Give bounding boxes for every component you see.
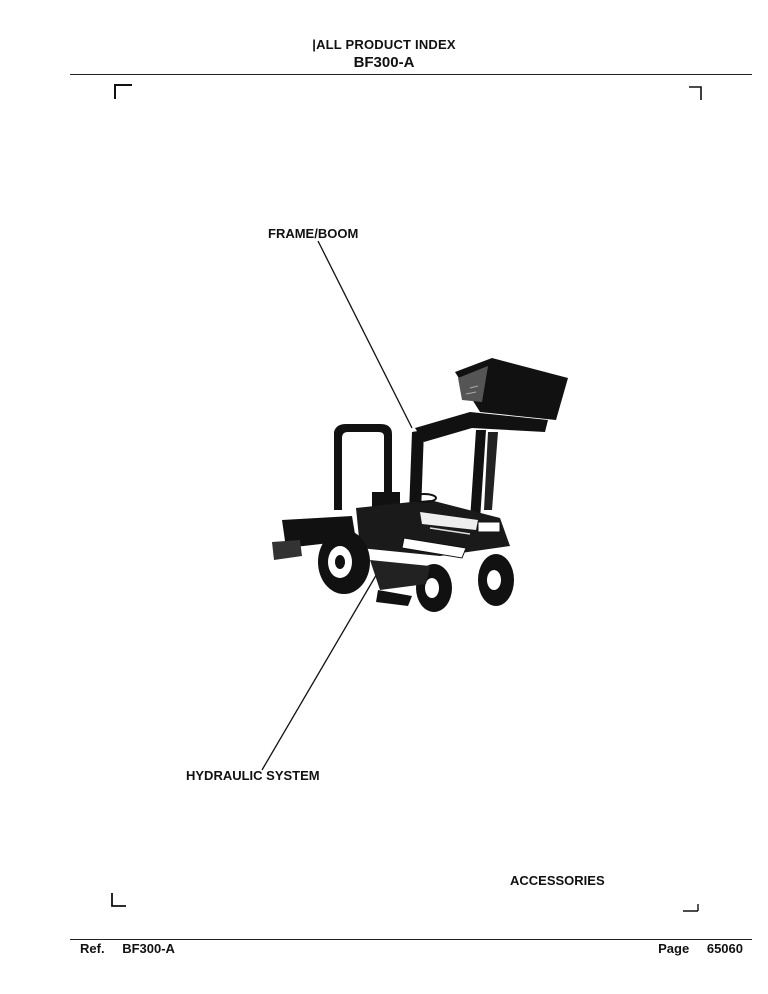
- index-title: |ALL PRODUCT INDEX: [312, 37, 456, 52]
- crop-mark-top-left: [114, 84, 132, 99]
- ref-label: Ref.: [80, 941, 105, 956]
- frame-boom-leader-line: [317, 240, 413, 429]
- footer-page: Page 65060: [658, 941, 743, 956]
- hydraulic-leader-line: [261, 571, 379, 771]
- frame-boom-label: FRAME/BOOM: [268, 226, 359, 241]
- tractor-drawing: [272, 358, 568, 612]
- page-number: 65060: [706, 941, 743, 956]
- header-divider: [70, 74, 752, 75]
- crop-mark-bottom-left: [111, 893, 126, 907]
- accessories-label: ACCESSORIES: [510, 873, 605, 888]
- ref-value: BF300-A: [122, 941, 175, 956]
- page-label: Page: [658, 941, 690, 956]
- crop-mark-top-right: [689, 86, 702, 100]
- footer-divider: [70, 939, 752, 940]
- crop-mark-bottom-right: [683, 904, 699, 912]
- hydraulic-system-label: HYDRAULIC SYSTEM: [186, 768, 320, 783]
- model-number: BF300-A: [353, 54, 415, 71]
- footer-reference: Ref. BF300-A: [80, 941, 175, 956]
